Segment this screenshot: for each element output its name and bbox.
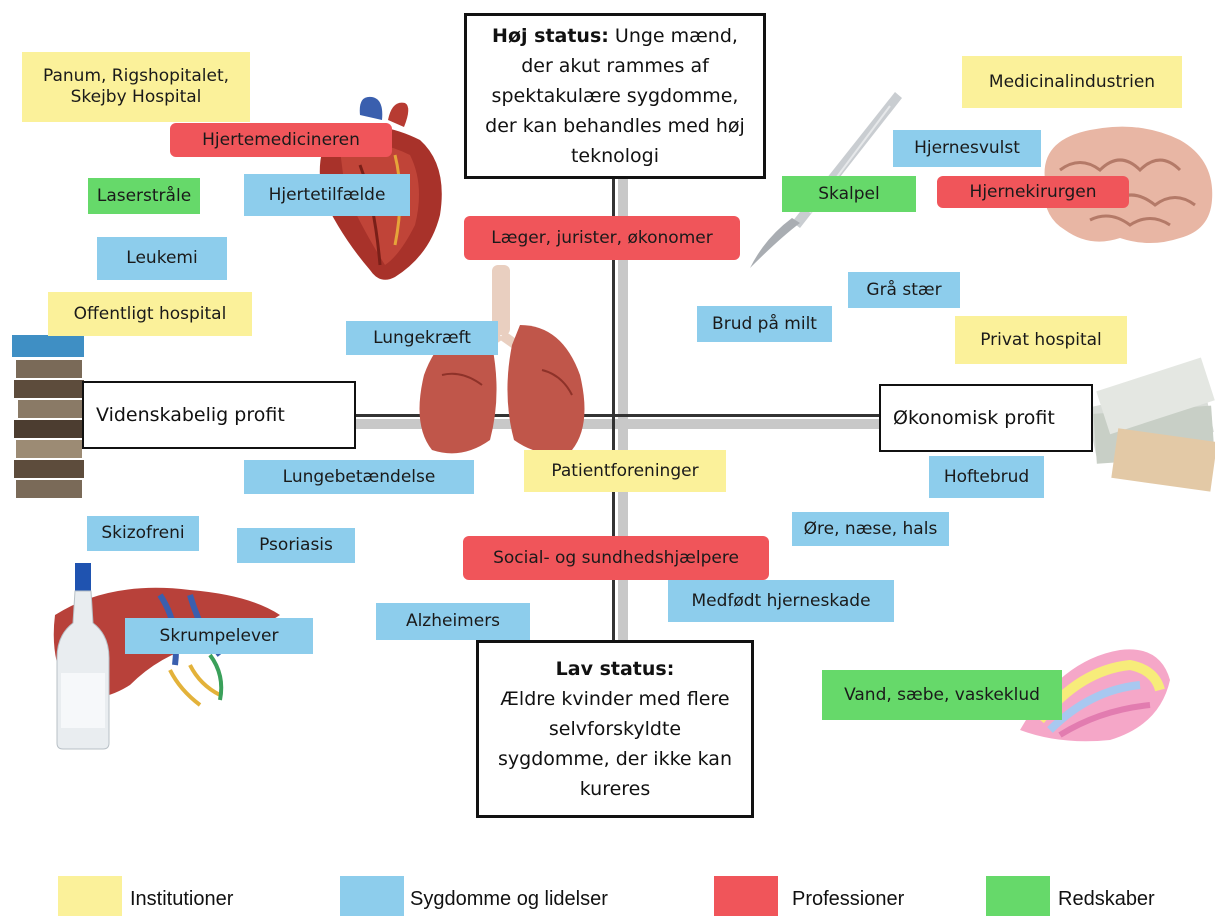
low-status-line: Ældre kvinder med flere	[500, 688, 730, 710]
tag-offentligt-hospital: Offentligt hospital	[48, 292, 252, 336]
tag-privat-hospital: Privat hospital	[955, 316, 1127, 364]
tag-skalpel: Skalpel	[782, 176, 916, 212]
low-status-line: selvforskyldte	[548, 718, 682, 740]
tag-hoftebrud: Hoftebrud	[929, 456, 1044, 498]
tag-panum: Panum, Rigshopitalet, Skejby Hospital	[22, 52, 250, 122]
tag-hjernekirurgen: Hjernekirurgen	[937, 176, 1129, 208]
tag-patientforeninger: Patientforeninger	[524, 450, 726, 492]
low-status-box: Lav status: Ældre kvinder med flere selv…	[476, 640, 754, 818]
lungs-illustration	[419, 265, 585, 454]
legend-swatch-redskaber	[986, 876, 1050, 916]
books-illustration	[12, 335, 84, 498]
tag-hjertemedicineren: Hjertemedicineren	[170, 123, 392, 157]
tag-alzheimers: Alzheimers	[376, 603, 530, 640]
high-status-line: der akut rammes af	[521, 55, 709, 77]
legend-swatch-sygdomme	[340, 876, 404, 916]
vertical-axis	[612, 178, 615, 640]
vertical-axis-shadow	[618, 178, 628, 640]
high-status-line: spektakulære sygdomme,	[491, 85, 739, 107]
bottle-illustration	[56, 563, 110, 750]
tag-vand-saebe: Vand, sæbe, vaskeklud	[822, 670, 1062, 720]
tag-laeger: Læger, jurister, økonomer	[464, 216, 740, 260]
tag-graa-staer: Grå stær	[848, 272, 960, 308]
high-status-line: teknologi	[570, 145, 660, 167]
tag-social-sundhed: Social- og sundhedshjælpere	[463, 536, 769, 580]
high-status-heading: Høj status:	[492, 25, 609, 47]
tag-medicinalindustrien: Medicinalindustrien	[962, 56, 1182, 108]
tag-skrumpelever: Skrumpelever	[125, 618, 313, 654]
low-status-heading: Lav status:	[555, 658, 675, 680]
tag-hjernesvulst: Hjernesvulst	[893, 130, 1041, 167]
scientific-profit-label: Videnskabelig profit	[96, 404, 285, 426]
legend-label-institutioner: Institutioner	[130, 888, 234, 910]
tag-panum-line: Panum, Rigshopitalet,	[42, 66, 230, 86]
tag-leukemi: Leukemi	[97, 237, 227, 280]
tag-lungekraeft: Lungekræft	[346, 321, 498, 355]
legend-label-redskaber: Redskaber	[1058, 888, 1155, 910]
tag-brud-paa-milt: Brud på milt	[697, 306, 832, 342]
tag-panum-line: Skejby Hospital	[70, 87, 202, 107]
legend-label-sygdomme: Sygdomme og lidelser	[410, 888, 608, 910]
tag-medfoedt-hjerneskade: Medfødt hjerneskade	[668, 580, 894, 622]
low-status-line: sygdomme, der ikke kan	[498, 748, 732, 770]
tag-hjertetilfaelde: Hjertetilfælde	[244, 174, 410, 216]
low-status-line: kureres	[579, 778, 651, 800]
high-status-box: Høj status: Unge mænd, der akut rammes a…	[464, 13, 766, 179]
economic-profit-box: Økonomisk profit	[879, 384, 1093, 452]
money-illustration	[1086, 357, 1215, 492]
tag-psoriasis: Psoriasis	[237, 528, 355, 563]
tag-lungebetaendelse: Lungebetændelse	[244, 460, 474, 494]
tag-oere-naese-hals: Øre, næse, hals	[792, 512, 949, 546]
legend-label-professioner: Professioner	[792, 888, 905, 910]
high-status-line: der kan behandles med høj	[485, 115, 745, 137]
horizontal-axis-shadow	[355, 419, 880, 429]
legend-swatch-professioner	[714, 876, 778, 916]
tag-skizofreni: Skizofreni	[87, 516, 199, 551]
scientific-profit-box: Videnskabelig profit	[82, 381, 356, 449]
economic-profit-label: Økonomisk profit	[893, 407, 1055, 429]
high-status-line: Unge mænd,	[614, 25, 738, 47]
tag-laserstraale: Laserstråle	[88, 178, 200, 214]
legend-swatch-institutioner	[58, 876, 122, 916]
horizontal-axis	[355, 414, 880, 417]
